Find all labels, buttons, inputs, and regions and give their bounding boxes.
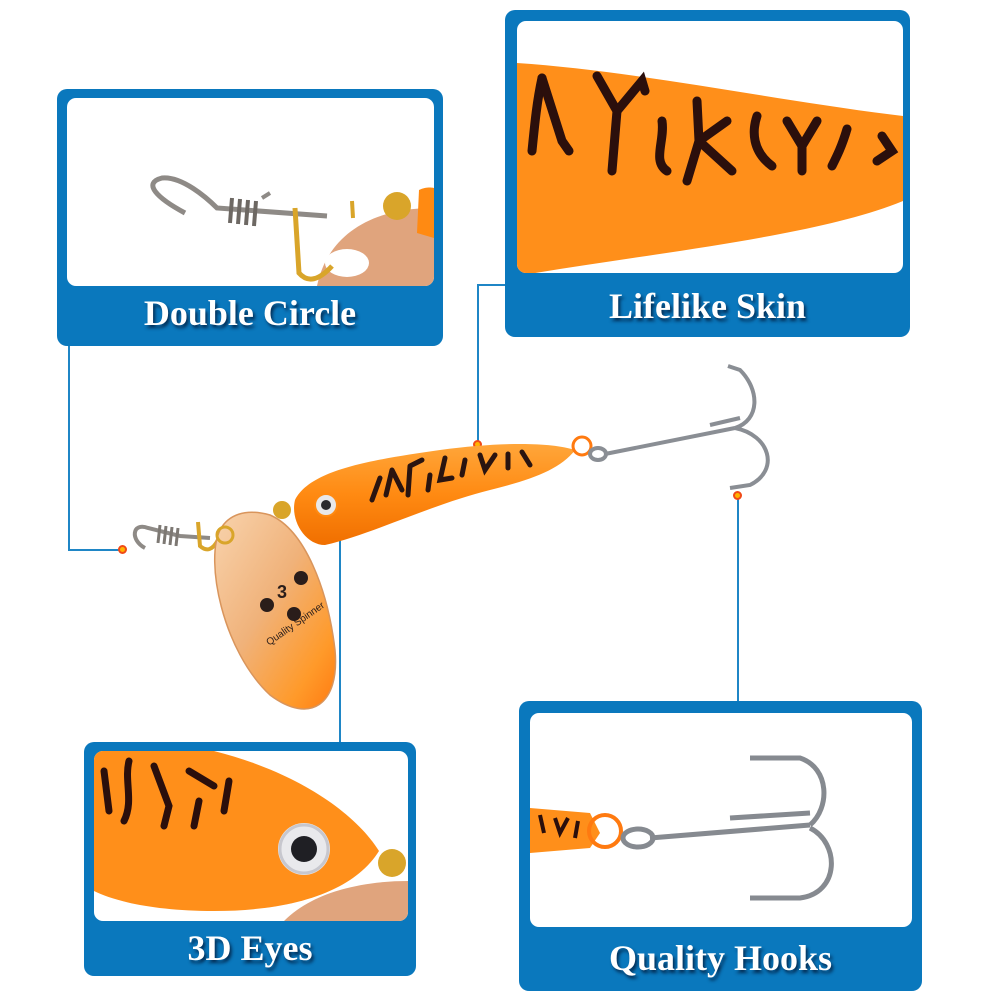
connector-dot-double-circle xyxy=(118,545,127,554)
spinner-lure-illustration: 3 Quality Spinner xyxy=(132,364,770,710)
double-circle-label: Double Circle xyxy=(143,293,357,333)
spinner-lure: 3 Quality Spinner xyxy=(110,350,790,720)
connector-hooks-vertical xyxy=(737,496,739,702)
feature-panel-quality-hooks: Quality Hooks xyxy=(519,701,922,991)
3d-eyes-photo xyxy=(94,751,408,921)
connector-lifelike-skin-horizontal xyxy=(477,284,507,286)
feature-panel-3d-eyes: 3D Eyes xyxy=(84,742,416,976)
3d-eye-closeup-image xyxy=(94,751,408,921)
quality-hooks-photo xyxy=(530,713,912,927)
feature-panel-lifelike-skin: Lifelike Skin xyxy=(505,10,910,337)
connector-double-circle-horizontal xyxy=(68,549,122,551)
tiger-stripe-skin-closeup-image xyxy=(517,63,903,273)
connector-eyes-vertical xyxy=(339,528,341,744)
connector-dot-hooks xyxy=(733,491,742,500)
quality-hooks-label: Quality Hooks xyxy=(608,938,833,978)
connector-double-circle-vertical xyxy=(68,346,70,551)
lifelike-skin-label: Lifelike Skin xyxy=(608,286,807,326)
connector-lifelike-skin-vertical xyxy=(477,284,479,442)
blade-number: 3 xyxy=(277,582,287,602)
treble-hook-closeup-image xyxy=(530,755,834,901)
snap-swivel-closeup-image xyxy=(150,175,434,286)
double-circle-photo xyxy=(67,98,434,286)
lifelike-skin-photo xyxy=(517,21,903,273)
feature-panel-double-circle: Double Circle xyxy=(57,89,443,346)
3d-eyes-label: 3D Eyes xyxy=(187,928,313,968)
